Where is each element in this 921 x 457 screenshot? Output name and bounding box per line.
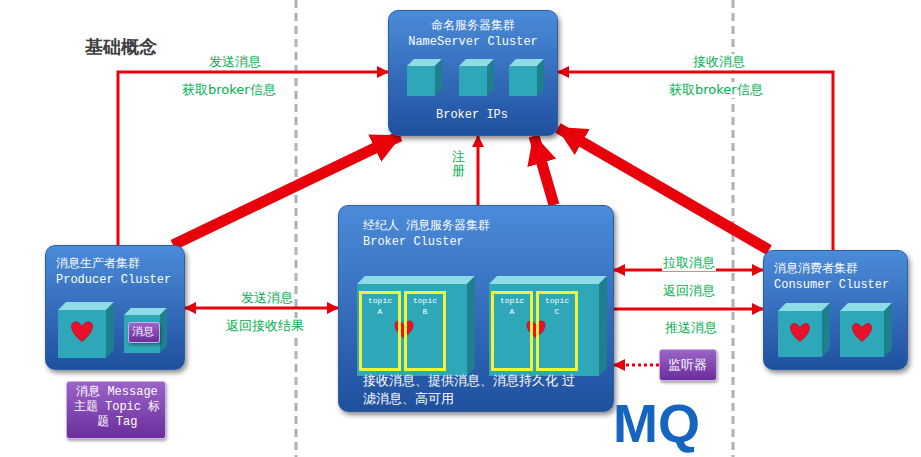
producer-cluster: 消息生产者集群 Producer Cluster 消息 bbox=[45, 245, 185, 370]
edge-label: 发送消息 bbox=[208, 54, 262, 70]
annotation-label: 返回接收结果 bbox=[225, 318, 305, 334]
connector bbox=[477, 136, 480, 205]
topic-box: topic B bbox=[404, 291, 446, 371]
node-text: 消息 bbox=[129, 325, 157, 340]
region-border bbox=[295, 0, 298, 457]
diagram-title: 基础概念 bbox=[85, 35, 157, 59]
node-text: 经纪人 消息服务器集群 Broker Cluster bbox=[363, 218, 501, 250]
edge-label: 接收消息 bbox=[692, 54, 746, 70]
node-text: 消息生产者集群 Producer Cluster bbox=[56, 256, 182, 288]
node-text: Broker IPs bbox=[389, 107, 555, 123]
node-text: 监听器 bbox=[660, 356, 714, 374]
concept-box: 消息 Message 主题 Topic 标题 Tag bbox=[66, 381, 166, 439]
node-text: topic C bbox=[544, 296, 570, 318]
edge-label: 注册 bbox=[451, 150, 466, 179]
connector bbox=[185, 307, 338, 310]
nameserver-cluster: 命名服务器集群 NameServer ClusterBroker IPs bbox=[388, 10, 558, 136]
node-text: topic A bbox=[499, 296, 525, 318]
listener-box: 监听器 bbox=[659, 349, 717, 381]
topic-box: topic A bbox=[359, 291, 401, 371]
node-text: 消息消费者集群 Consumer Cluster bbox=[774, 261, 904, 293]
broker-cluster: 经纪人 消息服务器集群 Broker Cluster 接收消息、提供消息、消息持久… bbox=[338, 205, 614, 412]
thick-arrow bbox=[534, 136, 554, 205]
node-text: topic A bbox=[367, 296, 393, 318]
edge-label: 拉取消息 bbox=[662, 255, 716, 271]
node-text: 命名服务器集群 NameServer Cluster bbox=[395, 18, 551, 50]
mq-watermark: MQ bbox=[612, 396, 701, 450]
topic-box: topic A bbox=[491, 291, 533, 371]
connector bbox=[614, 308, 763, 311]
node-text: topic B bbox=[412, 296, 438, 318]
topic-box: topic C bbox=[536, 291, 578, 371]
connector bbox=[614, 364, 659, 367]
annotation-label: 获取broker信息 bbox=[668, 82, 764, 98]
annotation-label: 返回消息 bbox=[662, 283, 716, 299]
node-text: 消息 Message 主题 Topic 标题 Tag bbox=[71, 385, 163, 430]
node-text: 接收消息、提供消息、消息持久化 过滤消息、高可用 bbox=[363, 372, 585, 407]
consumer-cluster: 消息消费者集群 Consumer Cluster bbox=[763, 250, 908, 370]
message-box: 消息 bbox=[128, 322, 160, 343]
edge-label: 推送消息 bbox=[664, 320, 718, 336]
annotation-label: 获取broker信息 bbox=[181, 82, 277, 98]
edge-label: 发送消息 bbox=[240, 290, 294, 306]
